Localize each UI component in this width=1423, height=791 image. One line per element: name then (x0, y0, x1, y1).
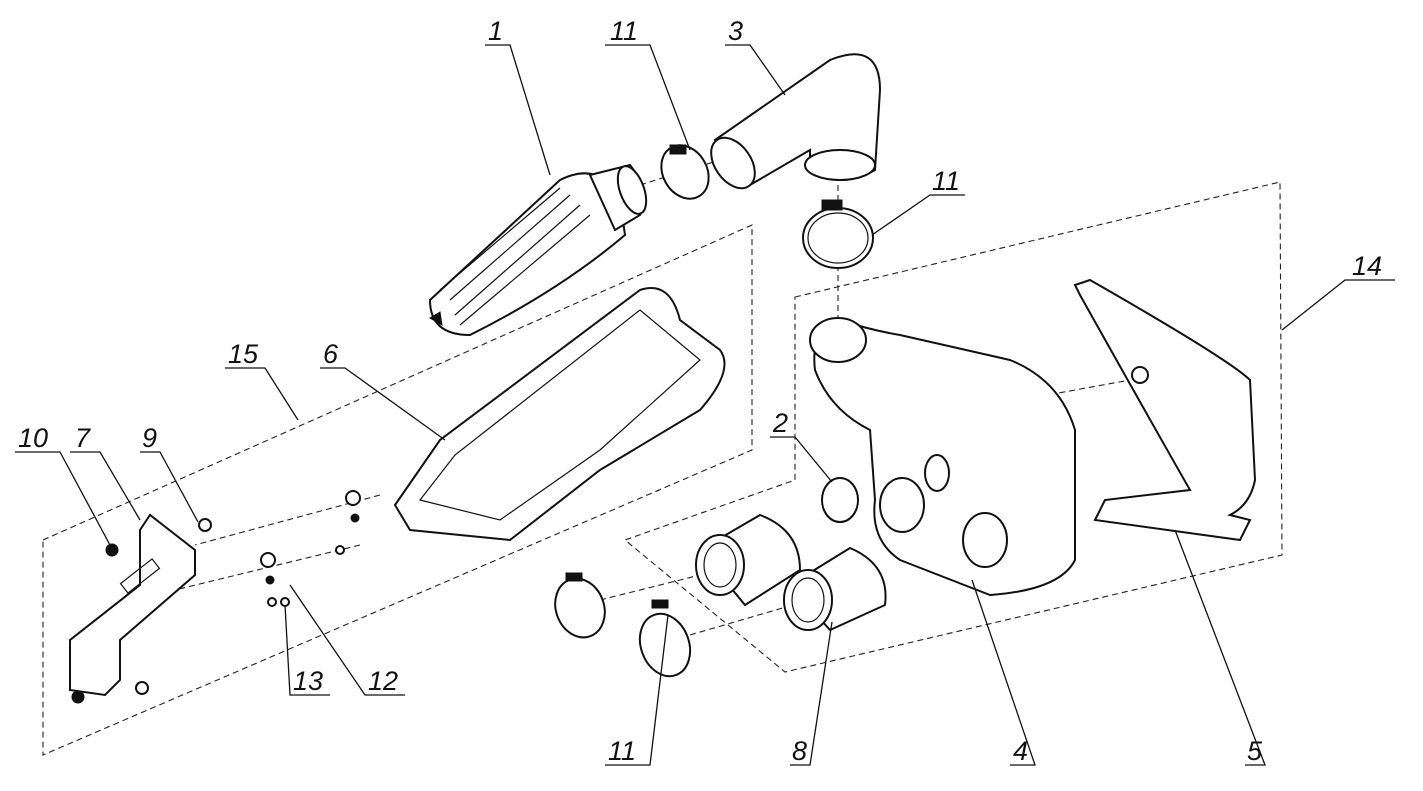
callout-13: 13 (293, 666, 323, 696)
leader-lines (15, 44, 1395, 766)
callout-11: 11 (610, 16, 638, 46)
part-11-hose-clamp (554, 572, 692, 678)
callout-7: 7 (75, 423, 91, 453)
part-5-housing-bracket (1073, 278, 1257, 542)
callout-10: 10 (18, 423, 48, 453)
callout-1: 1 (488, 16, 503, 46)
callout-12: 12 (368, 666, 398, 696)
part-7-mounting-bracket (69, 513, 196, 697)
callout-15: 15 (228, 339, 259, 369)
part-1-air-filter (428, 163, 648, 337)
part-11-hose-clamp (802, 199, 874, 269)
part-3-elbow-pipe (710, 53, 882, 190)
group-15-boundary (42, 224, 753, 756)
part-11-hose-clamp (660, 144, 710, 200)
callout-2: 2 (772, 408, 788, 438)
callout-11: 11 (932, 166, 960, 196)
callout-5: 5 (1247, 736, 1263, 766)
fasteners (71, 490, 361, 704)
group-14-boundary (623, 181, 1283, 673)
callout-8: 8 (792, 736, 807, 766)
callout-9: 9 (142, 423, 157, 453)
callout-11: 11 (608, 736, 636, 766)
part-2-plug (821, 477, 859, 523)
part-8-corrugated-hose (695, 513, 887, 632)
part-6-filter-tray (393, 287, 726, 542)
callout-4: 4 (1013, 736, 1028, 766)
callout-3: 3 (728, 16, 743, 46)
callout-6: 6 (323, 339, 339, 369)
part-4-air-box-housing (809, 317, 1076, 597)
callout-14: 14 (1352, 251, 1382, 281)
